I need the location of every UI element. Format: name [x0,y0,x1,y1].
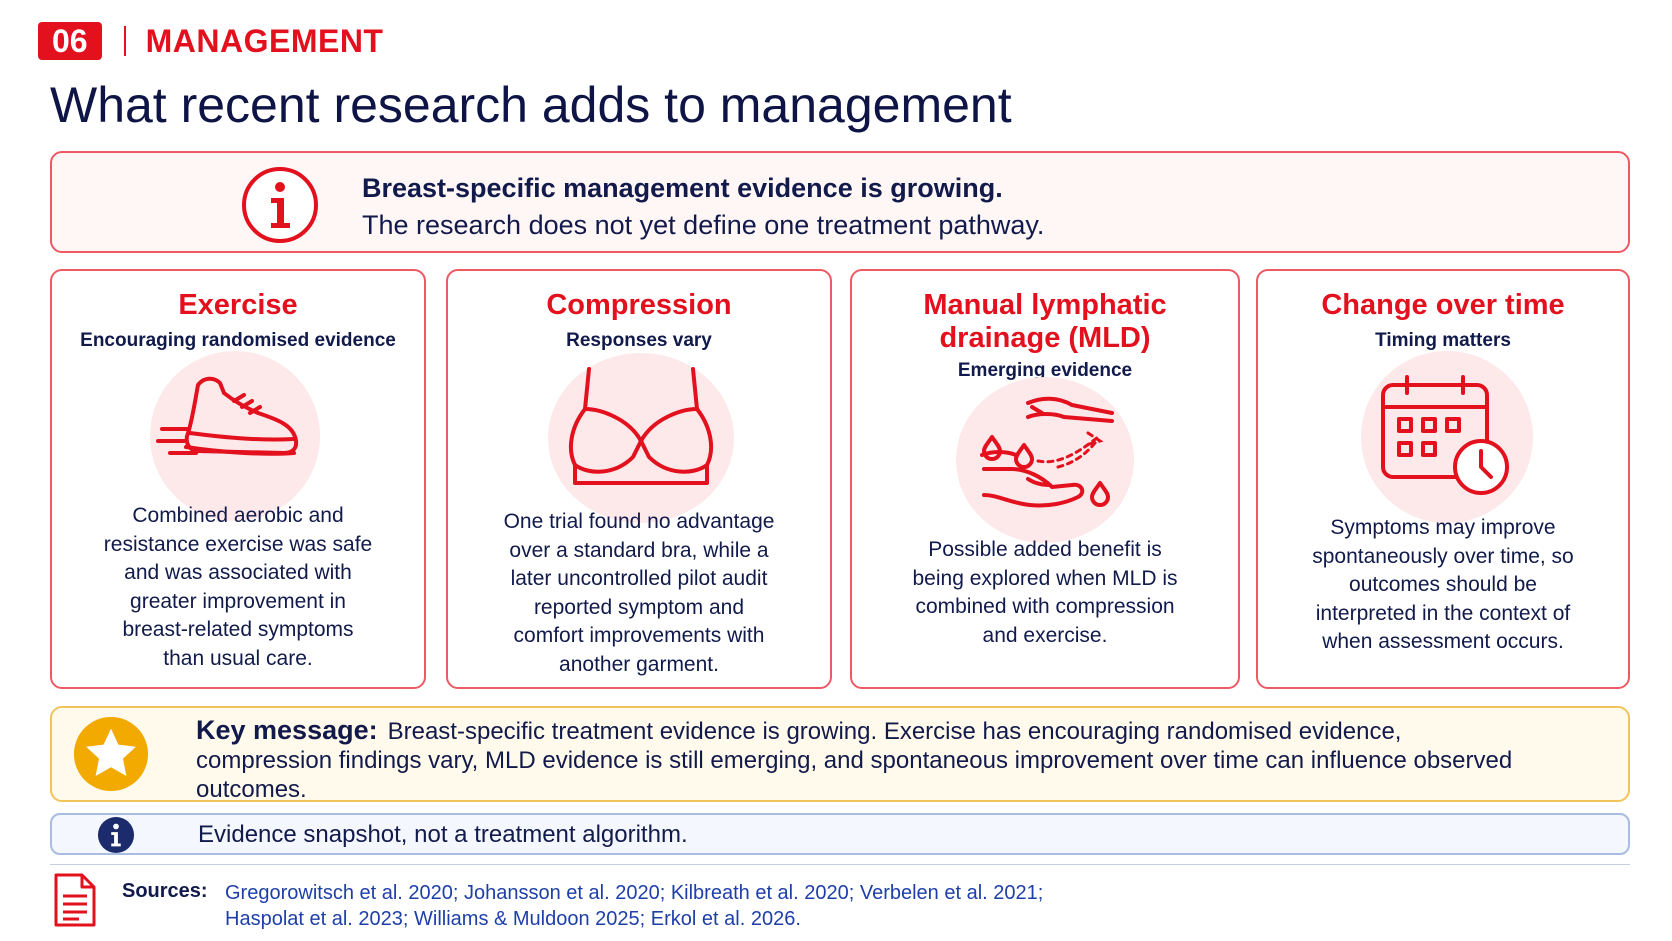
bra-icon [568,367,714,485]
body-line: Possible added benefit is [928,538,1162,561]
info-icon [242,167,318,243]
snapshot-note: Evidence snapshot, not a treatment algor… [50,813,1630,855]
calendar-clock-icon [1381,375,1509,495]
card-subtitle: Encouraging randomised evidence [80,330,396,351]
key-message-text: Key message:Breast-specific treatment ev… [196,716,1536,804]
source-line: Gregorowitsch et al. 2020; Johansson et … [225,882,1044,904]
running-shoe-icon [156,376,299,456]
card-subtitle: Responses vary [566,330,712,351]
card-title: Exercise [178,289,298,321]
body-line: breast-related symptoms [122,618,354,641]
body-line: another garment. [559,652,719,676]
banner-subline: The research does not yet define one tre… [362,210,1045,240]
body-line: outcomes should be [1349,573,1537,596]
body-line: reported symptom and [533,595,745,619]
body-line: combined with compression [915,595,1175,618]
body-line: greater improvement in [130,589,346,613]
document-icon [54,873,96,927]
card-subtitle: Emerging evidence [957,360,1133,381]
body-line: Symptoms may improve [1330,516,1556,539]
section-header: 06 MANAGEMENT [38,22,383,60]
card-body: One trial found no advantage over a stan… [458,508,820,679]
card-title-line: Manual lymphatic [923,289,1167,321]
section-label: MANAGEMENT [145,22,384,59]
section-number-badge: 06 [38,22,102,60]
card-body: Symptoms may improve spontaneously over … [1268,514,1618,657]
header-divider [123,26,126,56]
body-line: comfort improvements with [513,624,765,647]
card-title-line: drainage (MLD) [939,322,1151,354]
snapshot-text: Evidence snapshot, not a treatment algor… [198,821,688,848]
card-title: Change over time [1321,289,1565,321]
icon-background [1361,351,1533,523]
card-body: Combined aerobic and resistance exercise… [62,502,414,673]
footer-divider [50,864,1630,865]
body-line: One trial found no advantage [503,510,775,533]
body-line: resistance exercise was safe [103,532,373,556]
info-icon [97,816,135,854]
card-title: Manual lymphatic drainage (MLD) [852,289,1238,355]
page-title: What recent research adds to management [50,77,1012,133]
sources-label: Sources: [122,880,208,902]
card-title: Compression [546,289,732,321]
body-line: and was associated with [124,561,352,584]
card-change-over-time: Change over time Timing matters Symptoms… [1256,269,1630,689]
hands-drops-icon [980,396,1114,508]
card-body: Possible added benefit is being explored… [862,536,1228,650]
body-line: than usual care. [163,646,313,670]
card-compression: Compression Responses vary One trial fou… [446,269,832,689]
body-line: spontaneously over time, so [1312,544,1574,568]
icon-background [956,377,1134,543]
banner-headline: Breast-specific management evidence is g… [362,173,1003,203]
sources-list: Gregorowitsch et al. 2020; Johansson et … [225,880,1043,932]
body-line: over a standard bra, while a [509,538,769,562]
source-line: Haspolat et al. 2023; Williams & Muldoon… [225,908,801,930]
card-mld: Manual lymphatic drainage (MLD) Emerging… [850,269,1240,689]
body-line: Combined aerobic and [132,504,344,527]
card-exercise: Exercise Encouraging randomised evidence… [50,269,426,689]
key-message-body: Breast-specific treatment evidence is gr… [196,718,1513,803]
evidence-banner: Breast-specific management evidence is g… [50,151,1630,253]
body-line: later uncontrolled pilot audit [510,567,768,590]
body-line: being explored when MLD is [912,566,1178,590]
key-message-box: Key message:Breast-specific treatment ev… [50,706,1630,804]
key-message-label: Key message: [196,715,378,745]
body-line: and exercise. [982,623,1108,647]
body-line: interpreted in the context of [1315,601,1571,625]
body-line: when assessment occurs. [1322,630,1564,653]
card-subtitle: Timing matters [1375,330,1511,351]
star-icon [73,716,149,792]
